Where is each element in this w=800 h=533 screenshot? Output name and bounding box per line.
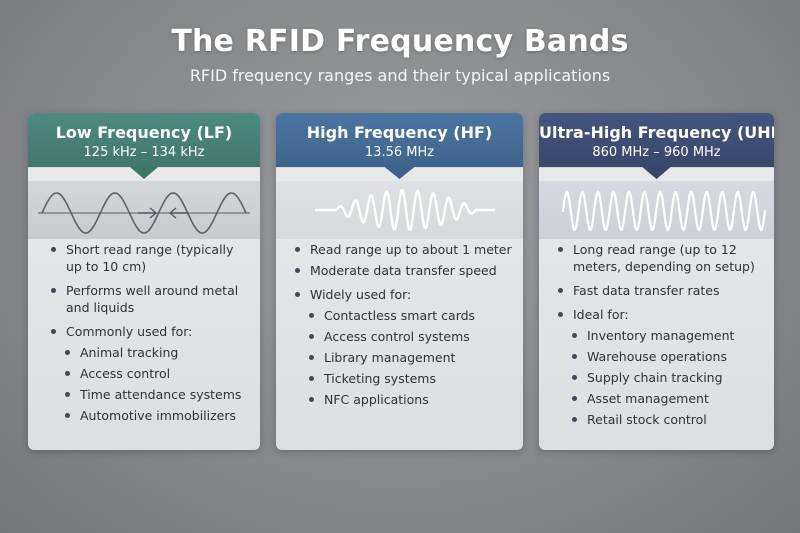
wave-panel-hf [276, 181, 523, 239]
card-title-hf: High Frequency (HF) [306, 123, 493, 142]
hf-uses-list: Contactless smart cards Access control s… [294, 307, 516, 408]
list-item: Performs well around metal and liquids [50, 282, 250, 316]
list-item: Library management [308, 349, 516, 366]
list-item: Supply chain tracking [571, 369, 769, 386]
list-item: Warehouse operations [571, 348, 769, 365]
uhf-feature-list: Long read range (up to 12 meters, depend… [557, 241, 769, 432]
list-item: Fast data transfer rates [557, 282, 769, 299]
lf-wave-icon [38, 192, 250, 234]
list-item: Ideal for: [557, 306, 769, 323]
list-item: Commonly used for: [50, 323, 250, 340]
uhf-wave-icon [561, 190, 767, 232]
card-range-lf: 125 kHz – 134 kHz [83, 145, 205, 160]
card-range-uhf: 860 MHz – 960 MHz [592, 145, 721, 160]
list-item: Access control systems [308, 328, 516, 345]
list-item: Automotive immobilizers [64, 407, 250, 424]
card-low-frequency: Low Frequency (LF) 125 kHz – 134 kHz Sho… [28, 113, 260, 450]
list-item: Long read range (up to 12 meters, depend… [557, 241, 769, 275]
page-title: The RFID Frequency Bands [171, 24, 629, 59]
card-range-hf: 13.56 MHz [364, 145, 435, 160]
hf-wave-icon [314, 188, 496, 232]
list-item: Inventory management [571, 327, 769, 344]
list-item: Read range up to about 1 meter [294, 241, 516, 258]
card-header-lf: Low Frequency (LF) 125 kHz – 134 kHz [28, 113, 260, 179]
lf-uses-list: Animal tracking Access control Time atte… [50, 344, 250, 424]
list-item: NFC applications [308, 391, 516, 408]
page-subtitle: RFID frequency ranges and their typical … [189, 66, 611, 85]
card-high-frequency: High Frequency (HF) 13.56 MHz Read range… [276, 113, 523, 450]
wave-panel-uhf [539, 181, 774, 239]
card-title-lf: Low Frequency (LF) [55, 123, 233, 142]
list-item: Short read range (typically up to 10 cm) [50, 241, 250, 275]
card-header-hf: High Frequency (HF) 13.56 MHz [276, 113, 523, 179]
lf-feature-list: Short read range (typically up to 10 cm)… [50, 241, 250, 428]
card-ultra-high-frequency: Ultra-High Frequency (UHF) 860 MHz – 960… [539, 113, 774, 450]
list-item: Animal tracking [64, 344, 250, 361]
hf-feature-list: Read range up to about 1 meter Moderate … [294, 241, 516, 412]
list-item: Retail stock control [571, 411, 769, 428]
list-item: Ticketing systems [308, 370, 516, 387]
list-item: Asset management [571, 390, 769, 407]
card-header-uhf: Ultra-High Frequency (UHF) 860 MHz – 960… [539, 113, 774, 179]
uhf-uses-list: Inventory management Warehouse operation… [557, 327, 769, 428]
wave-panel-lf [28, 181, 260, 239]
list-item: Time attendance systems [64, 386, 250, 403]
list-item: Access control [64, 365, 250, 382]
list-item: Widely used for: [294, 286, 516, 303]
list-item: Moderate data transfer speed [294, 262, 516, 279]
list-item: Contactless smart cards [308, 307, 516, 324]
card-title-uhf: Ultra-High Frequency (UHF) [539, 123, 774, 142]
